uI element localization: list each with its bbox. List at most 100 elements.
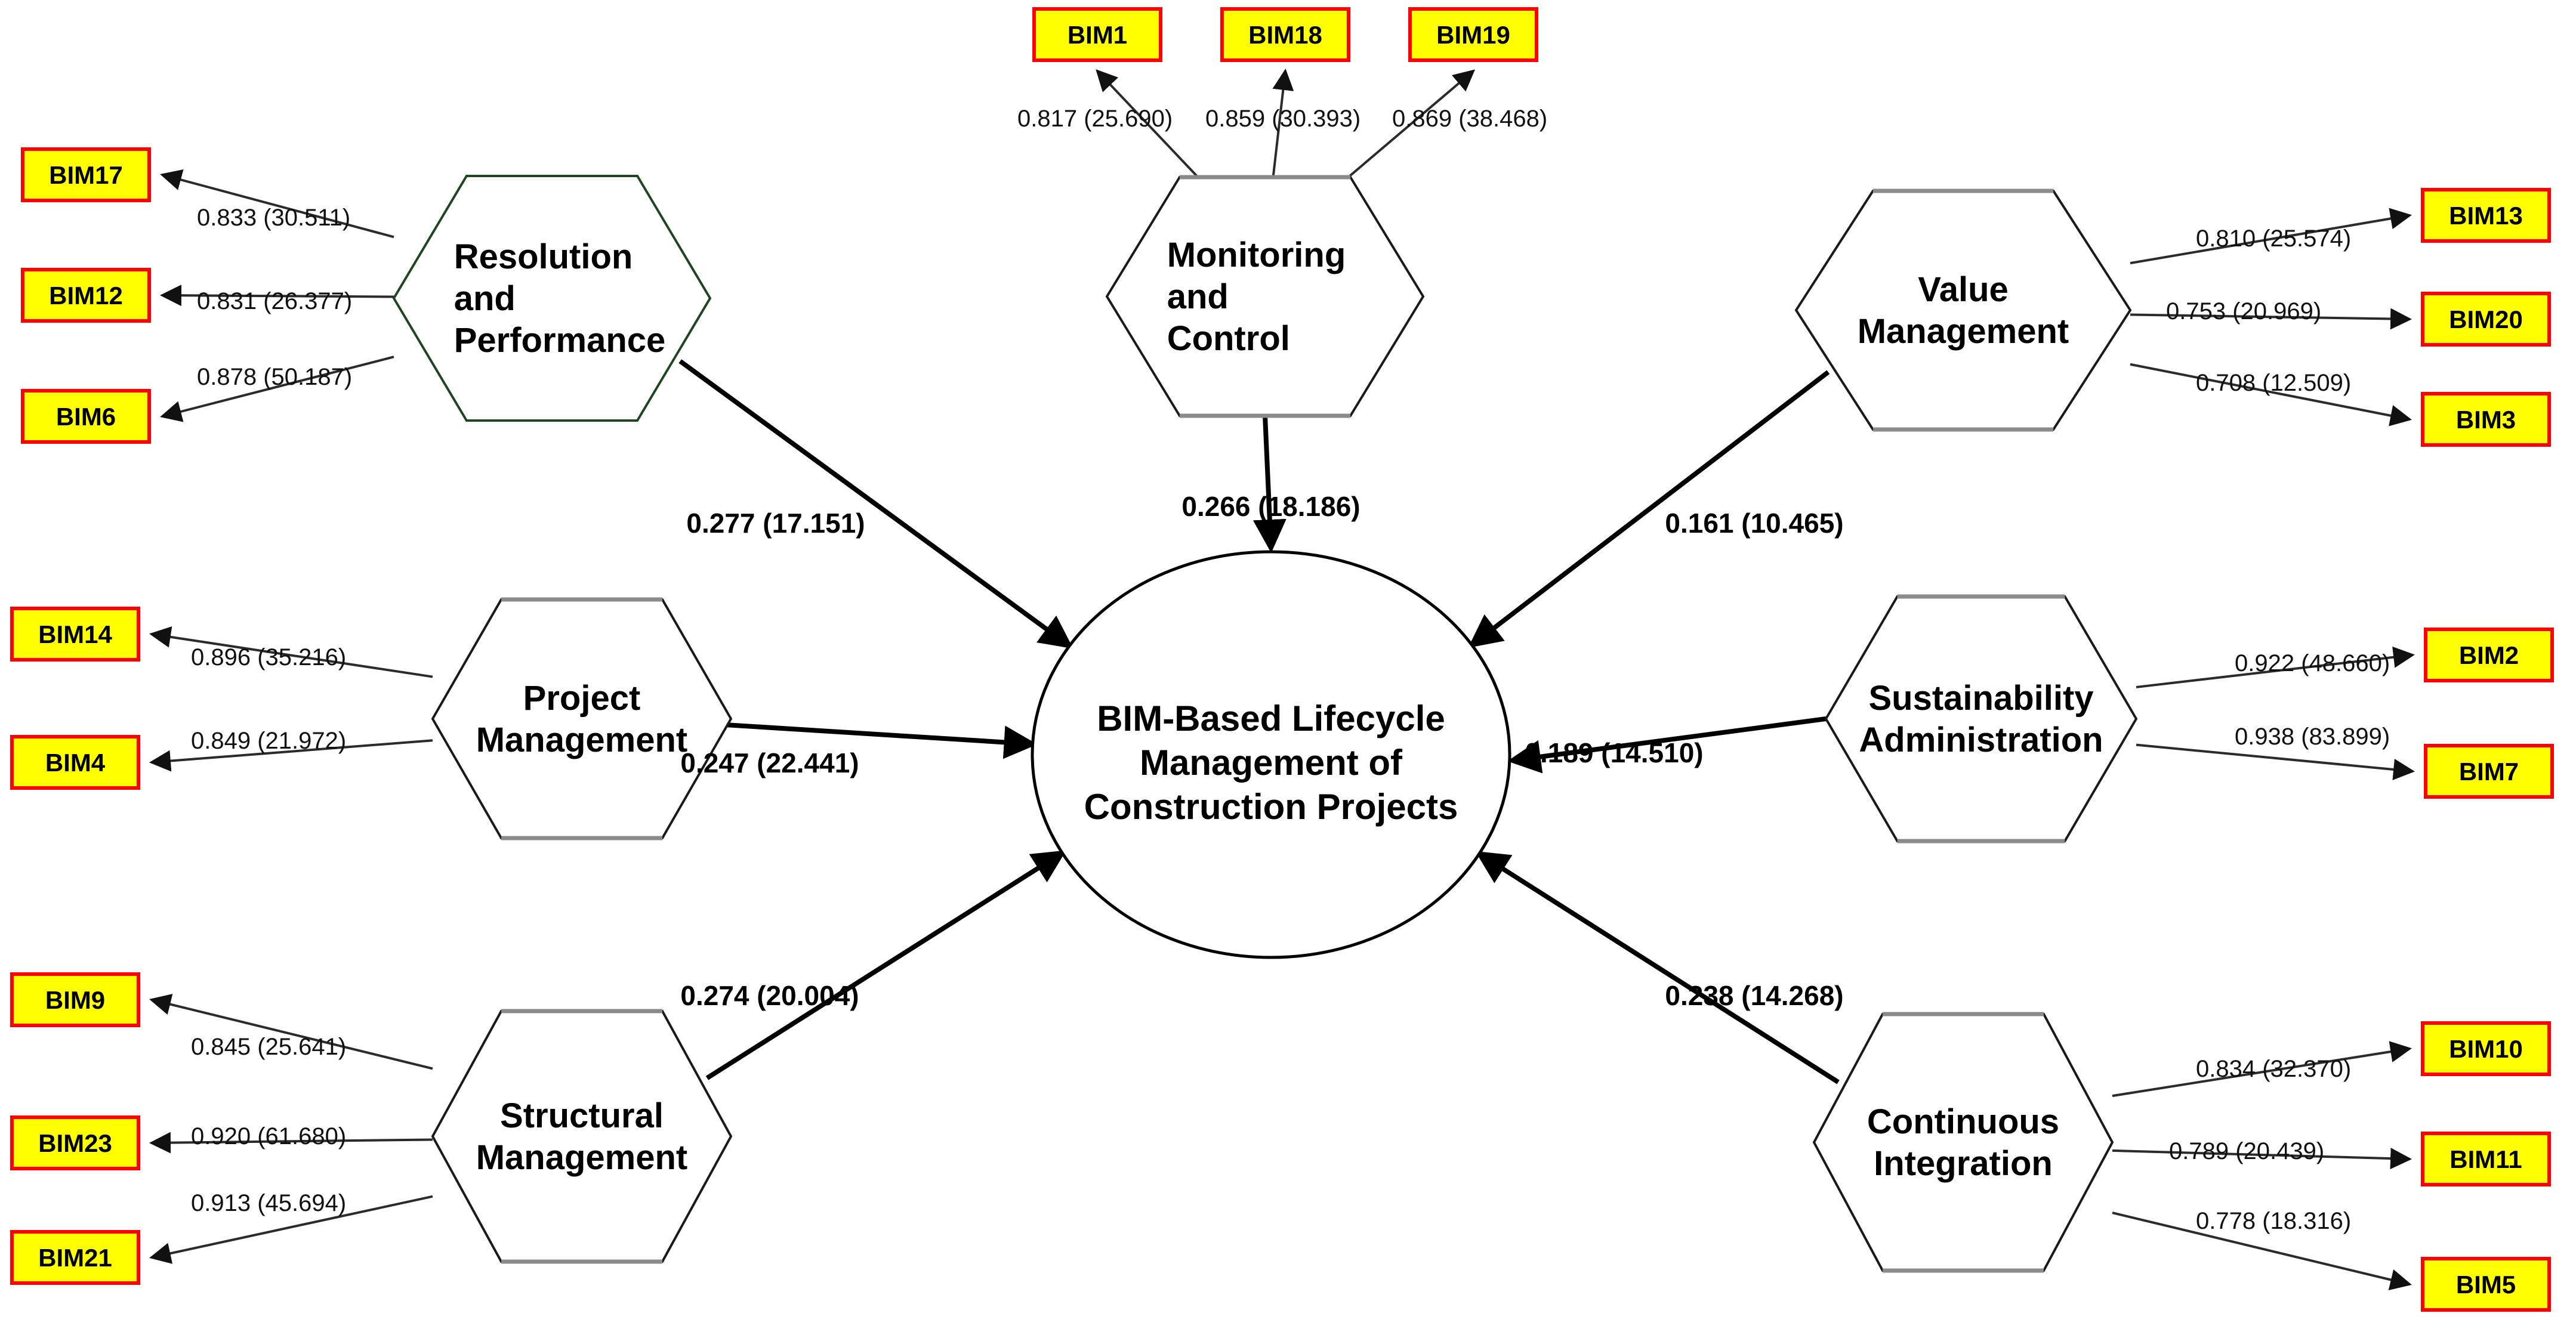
indicator-label-BIM17: BIM17 (49, 161, 123, 189)
loading-value-BIM10: 0.834 (32.370) (2196, 1056, 2351, 1082)
loading-line-BIM20[interactable] (2130, 308, 2412, 330)
loading-line-BIM12[interactable] (160, 285, 394, 307)
loading-line-BIM6[interactable] (160, 356, 394, 422)
loading-value-BIM20: 0.753 (20.969) (2166, 298, 2321, 325)
path-coefficient-resolution-performance: 0.277 (17.151) (686, 508, 865, 539)
construct-hexagon-monitoring-control[interactable] (1105, 176, 1425, 417)
construct-label-sustainability-administration-line-0: Sustainability (1868, 679, 2093, 718)
loading-line-BIM9[interactable] (149, 994, 433, 1070)
construct-label-structural-management-line-0: Structural (500, 1096, 664, 1135)
construct-label-project-management-line-1: Management (476, 721, 688, 759)
indicator-box-BIM3[interactable] (2421, 392, 2551, 447)
structural-path-structural-management[interactable] (705, 850, 1066, 1080)
indicator-box-BIM2[interactable] (2424, 628, 2554, 682)
indicator-label-BIM9: BIM9 (45, 986, 105, 1014)
construct-label-monitoring-control-line-1: and (1167, 277, 1229, 316)
indicator-box-BIM4[interactable] (10, 735, 140, 790)
construct-label-monitoring-control-line-0: Monitoring (1167, 236, 1346, 274)
loading-line-BIM10[interactable] (2112, 1041, 2412, 1098)
indicator-label-BIM6: BIM6 (56, 403, 116, 431)
construct-label-resolution-performance-line-2: Performance (454, 321, 666, 360)
construct-label-continuous-integration-line-1: Integration (1874, 1144, 2053, 1183)
structural-path-continuous-integration[interactable] (1475, 851, 1840, 1084)
loading-value-BIM7: 0.938 (83.899) (2235, 724, 2390, 750)
construct-label-structural-management-line-1: Management (476, 1138, 688, 1177)
construct-label-value-management-line-0: Value (1918, 270, 2009, 309)
structural-path-sustainability-administration[interactable] (1507, 716, 1827, 774)
construct-hexagon-sustainability-administration[interactable] (1824, 595, 2138, 842)
indicator-label-BIM14: BIM14 (38, 620, 112, 648)
loading-value-BIM3: 0.708 (12.509) (2196, 370, 2351, 396)
construct-label-monitoring-control-line-2: Control (1167, 319, 1290, 358)
indicator-box-BIM21[interactable] (10, 1230, 140, 1285)
path-coefficient-structural-management: 0.274 (20.004) (680, 980, 859, 1011)
structural-path-monitoring-control[interactable] (1252, 415, 1287, 553)
loading-line-BIM18[interactable] (1272, 69, 1294, 178)
loading-value-BIM4: 0.849 (21.972) (191, 728, 346, 754)
loading-value-BIM11: 0.789 (20.439) (2169, 1138, 2324, 1164)
loading-line-BIM5[interactable] (2112, 1212, 2412, 1291)
structural-path-resolution-performance[interactable] (678, 359, 1073, 649)
path-coefficient-sustainability-administration: 0.189 (14.510) (1525, 737, 1703, 768)
indicator-box-BIM17[interactable] (21, 147, 151, 202)
indicator-box-BIM11[interactable] (2421, 1132, 2551, 1186)
endogenous-construct-ellipse[interactable] (1031, 550, 1511, 959)
construct-hexagon-structural-management[interactable] (431, 1010, 733, 1263)
indicator-box-BIM20[interactable] (2421, 292, 2551, 347)
indicator-label-BIM2: BIM2 (2459, 641, 2519, 669)
loading-line-BIM13[interactable] (2130, 208, 2412, 265)
construct-hexagon-value-management[interactable] (1794, 190, 2132, 431)
loading-line-BIM14[interactable] (149, 626, 433, 678)
indicator-label-BIM21: BIM21 (38, 1244, 112, 1272)
indicator-label-BIM19: BIM19 (1436, 21, 1510, 49)
construct-hexagon-continuous-integration[interactable] (1812, 1013, 2114, 1272)
loading-line-BIM21[interactable] (149, 1195, 433, 1264)
structural-path-value-management[interactable] (1468, 370, 1830, 648)
construct-label-resolution-performance-line-1: and (454, 279, 516, 318)
loading-value-BIM23: 0.920 (61.680) (191, 1123, 346, 1149)
path-coefficient-monitoring-control: 0.266 (18.186) (1181, 491, 1360, 522)
loading-line-BIM17[interactable] (160, 169, 394, 239)
path-coefficient-continuous-integration: 0.238 (14.268) (1665, 980, 1843, 1011)
loading-line-BIM11[interactable] (2112, 1148, 2412, 1170)
indicator-label-BIM20: BIM20 (2449, 305, 2523, 333)
endogenous-label-line-0: BIM-Based Lifecycle (1097, 699, 1445, 738)
loading-line-BIM4[interactable] (149, 739, 433, 772)
indicator-label-BIM13: BIM13 (2449, 202, 2523, 230)
indicator-box-BIM14[interactable] (10, 607, 140, 662)
indicator-box-BIM23[interactable] (10, 1115, 140, 1170)
loading-line-BIM2[interactable] (2136, 646, 2415, 688)
indicator-label-BIM18: BIM18 (1248, 21, 1322, 49)
loading-line-BIM23[interactable] (149, 1132, 433, 1154)
indicator-box-BIM10[interactable] (2421, 1021, 2551, 1076)
construct-hexagon-project-management[interactable] (431, 598, 733, 839)
construct-hexagon-resolution-performance[interactable] (392, 175, 712, 422)
indicator-box-BIM1[interactable] (1032, 7, 1162, 62)
indicator-box-BIM5[interactable] (2421, 1257, 2551, 1312)
indicator-box-BIM13[interactable] (2421, 188, 2551, 243)
loading-line-BIM3[interactable] (2130, 363, 2412, 427)
loading-line-BIM7[interactable] (2136, 743, 2415, 780)
construct-label-sustainability-administration-line-1: Administration (1859, 721, 2103, 759)
loading-line-BIM1[interactable] (1096, 69, 1199, 178)
loading-value-BIM17: 0.833 (30.511) (197, 205, 350, 231)
loading-value-BIM9: 0.845 (25.641) (191, 1034, 346, 1060)
indicator-box-BIM7[interactable] (2424, 744, 2554, 799)
indicator-box-BIM12[interactable] (21, 268, 151, 323)
loading-value-BIM13: 0.810 (25.574) (2196, 225, 2351, 252)
indicator-label-BIM11: BIM11 (2449, 1145, 2522, 1173)
construct-label-value-management-line-1: Management (1858, 312, 2069, 351)
loading-value-BIM21: 0.913 (45.694) (191, 1190, 346, 1216)
loading-line-BIM19[interactable] (1347, 69, 1476, 178)
indicator-box-BIM19[interactable] (1408, 7, 1538, 62)
indicator-box-BIM6[interactable] (21, 389, 151, 444)
indicator-boxes-layer (10, 7, 2554, 1312)
indicator-box-BIM9[interactable] (10, 972, 140, 1027)
structural-path-project-management[interactable] (724, 722, 1038, 759)
loading-value-BIM2: 0.922 (48.660) (2235, 650, 2390, 676)
path-coefficient-value-management: 0.161 (10.465) (1665, 508, 1843, 539)
indicator-box-BIM18[interactable] (1220, 7, 1350, 62)
construct-label-resolution-performance-line-0: Resolution (454, 237, 633, 276)
loading-value-BIM14: 0.896 (35.216) (191, 644, 346, 670)
